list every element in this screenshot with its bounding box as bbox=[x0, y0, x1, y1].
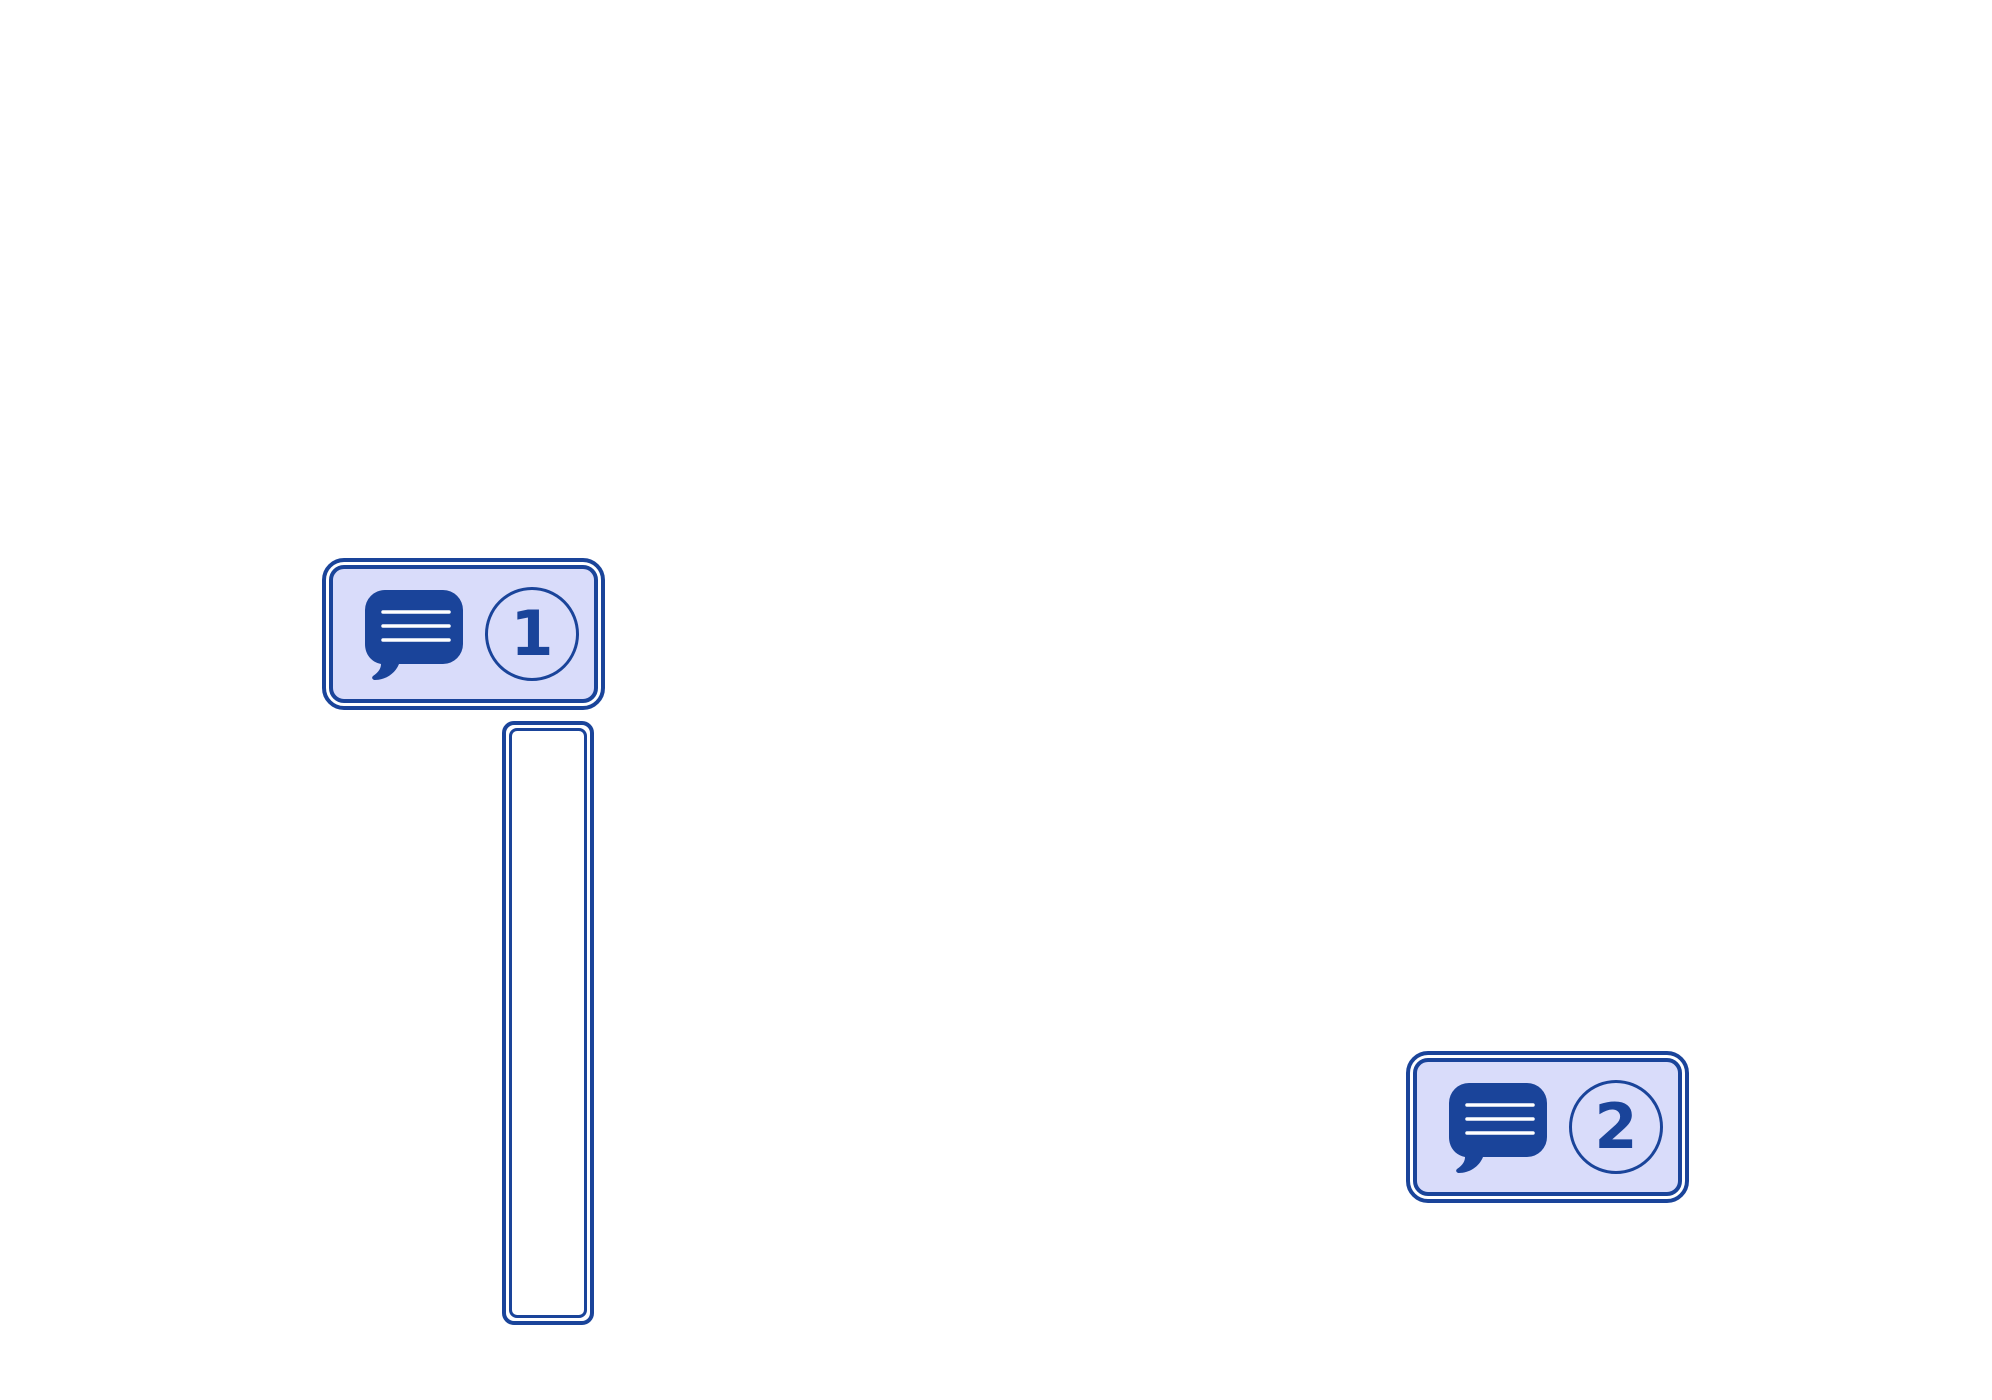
comment-icon bbox=[1449, 1083, 1547, 1173]
comment-marker-1[interactable]: 1 bbox=[322, 558, 605, 710]
comment-marker-body: 1 bbox=[329, 565, 598, 703]
comment-count: 2 bbox=[1594, 1090, 1638, 1163]
comment-count: 1 bbox=[510, 597, 554, 670]
comment-count-badge: 2 bbox=[1569, 1080, 1663, 1174]
comment-count-badge: 1 bbox=[485, 587, 579, 681]
comment-marker-body: 2 bbox=[1413, 1058, 1682, 1196]
comment-thread-panel[interactable] bbox=[502, 721, 594, 1325]
comment-thread-panel-body bbox=[509, 728, 587, 1318]
comment-icon bbox=[365, 590, 463, 680]
comment-marker-2[interactable]: 2 bbox=[1406, 1051, 1689, 1203]
